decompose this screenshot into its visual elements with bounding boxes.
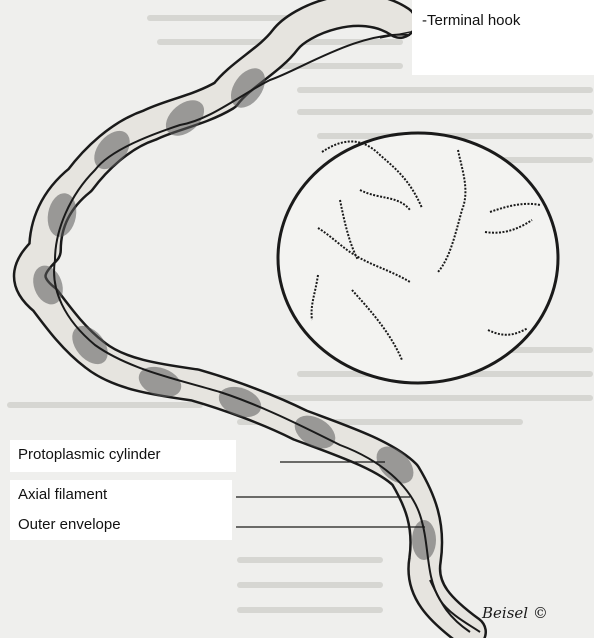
microscope-field-circle bbox=[278, 133, 558, 383]
terminal-hook-label: -Terminal hook bbox=[412, 0, 594, 75]
protoplasmic-cylinder-label: Protoplasmic cylinder bbox=[10, 440, 236, 472]
outer-envelope-label: Outer envelope bbox=[10, 510, 232, 540]
axial-filament-label: Axial filament bbox=[10, 480, 232, 510]
artist-signature: Beisel © bbox=[482, 604, 548, 622]
